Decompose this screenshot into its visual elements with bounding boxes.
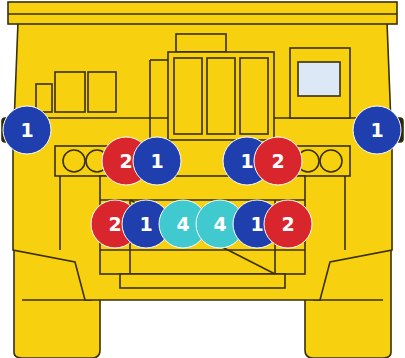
callout-circle: 1 [2, 105, 52, 155]
callout-number: 1 [352, 105, 402, 155]
callout-number: 2 [253, 136, 303, 186]
callout-number: 1 [2, 105, 52, 155]
callout-number: 1 [132, 136, 182, 186]
callout-circle: 1 [132, 136, 182, 186]
callout-number: 2 [263, 199, 313, 249]
callout-circle: 2 [263, 199, 313, 249]
callout-circle: 1 [352, 105, 402, 155]
callout-circle: 2 [253, 136, 303, 186]
